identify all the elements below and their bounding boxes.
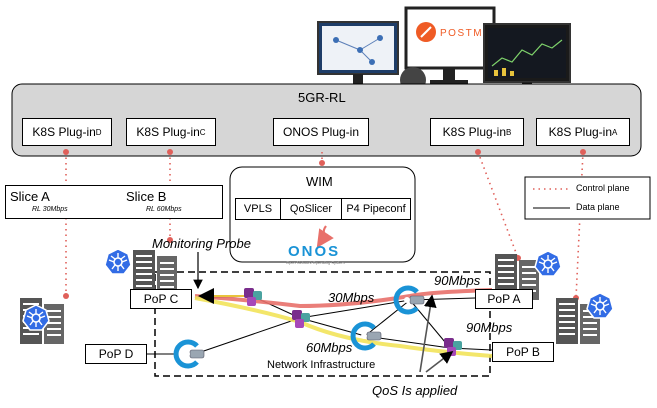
rate-slice-a: 30Mbps (328, 290, 375, 305)
pop-label: PoP D (98, 347, 134, 361)
legend-control-plane: Control plane (576, 183, 630, 193)
slice-legend: Slice A RL 30Mbps Slice B RL 60Mbps (5, 185, 223, 219)
plugin-label: ONOS Plug-in (282, 125, 360, 139)
plane-legend (524, 176, 651, 220)
slice-a-rl: RL 30Mbps (32, 206, 68, 213)
wim-module-label: QoSlicer (289, 203, 333, 215)
wim-module-p4-pipeconf: P4 Pipeconf (341, 198, 411, 220)
pop-label: PoP B (506, 345, 540, 359)
pop-label: PoP C (143, 292, 179, 306)
plugin-sup: B (506, 127, 512, 137)
plugin-sup: D (95, 127, 102, 137)
monitor-dashboard-icon (483, 23, 571, 96)
wim-module-qoslicer: QoSlicer (280, 198, 342, 220)
pop-c: PoP C (130, 289, 192, 309)
slice-a-name: Slice A (10, 189, 50, 204)
wim-module-vpls: VPLS (235, 198, 281, 220)
plugin-label: K8S Plug-in (548, 125, 613, 139)
onos-logo: ONOS Open Network Operating System (286, 243, 345, 265)
rate-slice-b: 60Mbps (306, 340, 353, 355)
qos-applied-label: QoS Is applied (372, 383, 458, 398)
slice-b-name: Slice B (126, 189, 167, 204)
plugin-onos: ONOS Plug-in (273, 118, 369, 146)
plugin-label: K8S Plug-in (442, 125, 507, 139)
postman-icon: POSTMAN (404, 6, 500, 84)
rl-title: 5GR-RL (298, 90, 346, 105)
wim-module-label: VPLS (243, 203, 273, 215)
pop-d: PoP D (85, 344, 147, 364)
plugin-label: K8S Plug-in (32, 125, 96, 139)
pop-a: PoP A (475, 289, 533, 309)
postman-text: POSTMAN (440, 28, 500, 39)
monitor-topology-icon (317, 21, 399, 88)
pop-label: PoP A (487, 292, 521, 306)
legend-data-plane: Data plane (576, 202, 620, 212)
network-infrastructure-label: Network Infrastructure (267, 359, 376, 371)
svg-text:Open Network Operating System: Open Network Operating System (286, 260, 345, 265)
plugin-sup: C (199, 127, 206, 137)
monitoring-probe-label: Monitoring Probe (152, 236, 251, 251)
plugin-label: K8S Plug-in (136, 125, 200, 139)
plugin-sup: A (612, 127, 618, 137)
rate-pop-b: 90Mbps (466, 320, 513, 335)
svg-text:ONOS: ONOS (288, 243, 340, 260)
wim-module-label: P4 Pipeconf (346, 203, 406, 215)
wim-title: WIM (306, 174, 333, 189)
slice-b-rl: RL 60Mbps (146, 206, 182, 213)
pop-b: PoP B (492, 342, 554, 362)
network-infrastructure-box (154, 271, 491, 377)
rate-pop-a: 90Mbps (434, 273, 481, 288)
